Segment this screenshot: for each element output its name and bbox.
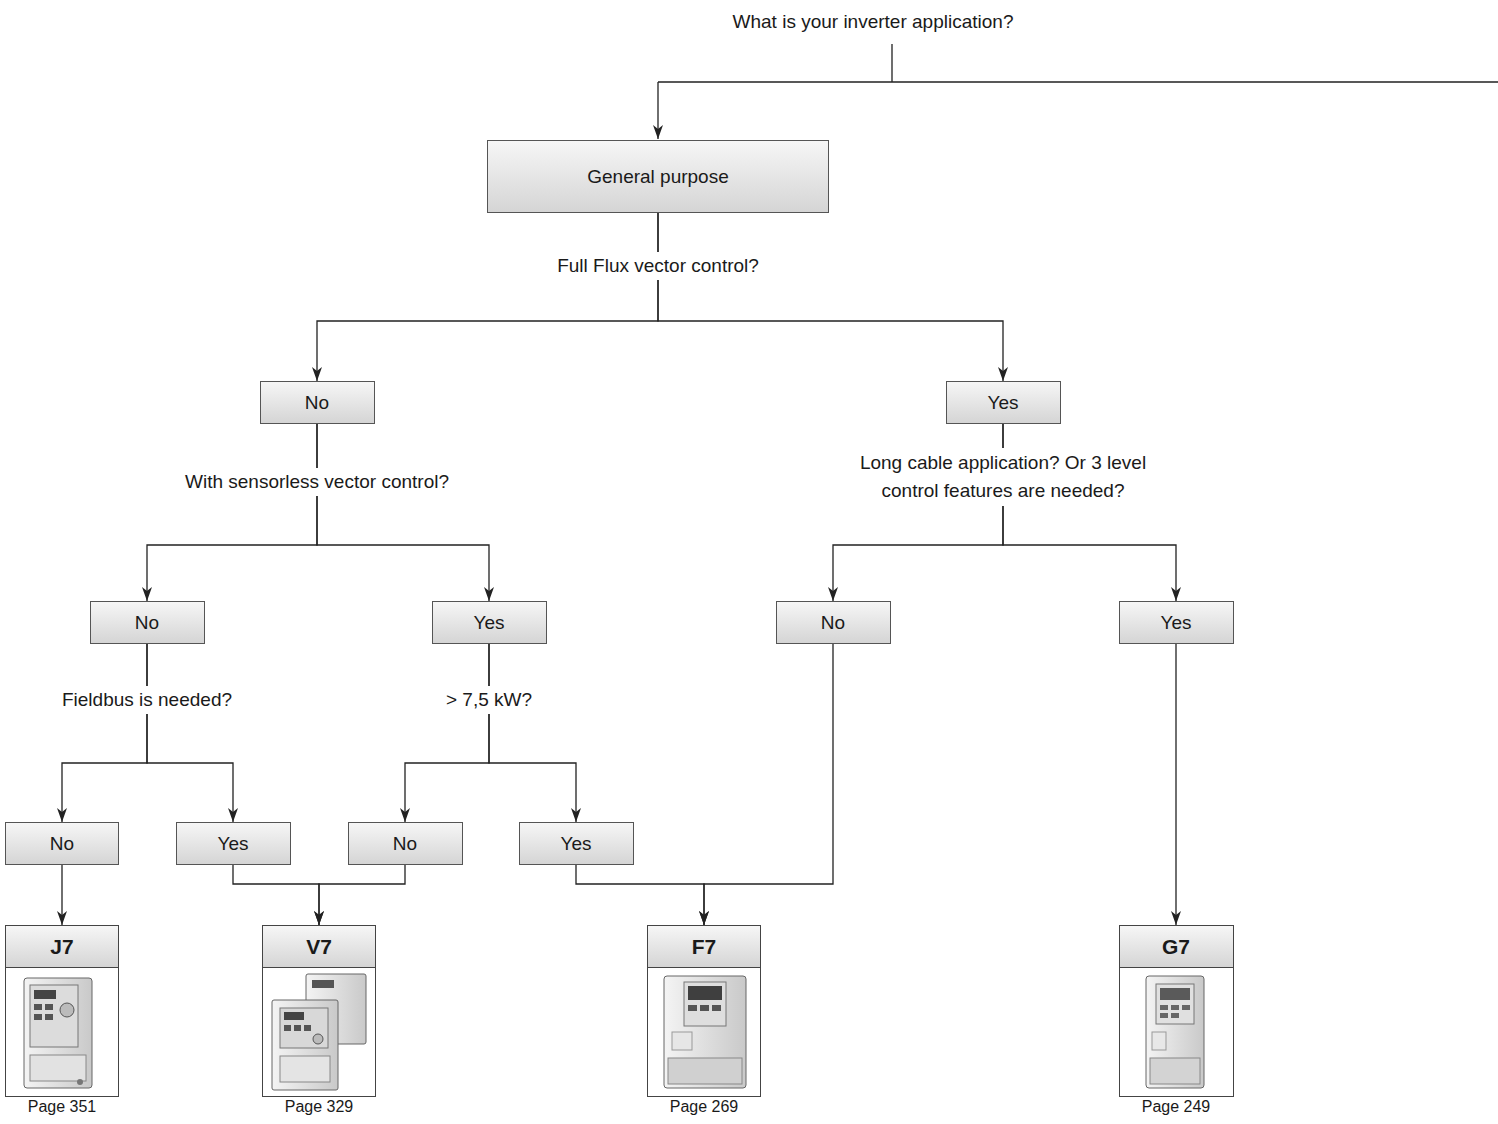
device-body: [272, 1000, 338, 1090]
product-name: J7: [6, 926, 118, 968]
trunk-line: [658, 44, 1498, 82]
device-key: [284, 1025, 291, 1031]
box-label: No: [305, 391, 329, 415]
box-label: No: [135, 611, 159, 635]
box-label: Yes: [1161, 611, 1192, 635]
device-key: [1160, 1013, 1168, 1018]
category-box: General purpose: [487, 140, 829, 213]
device-display: [34, 990, 56, 999]
answer-box: No: [90, 601, 205, 644]
device-cover: [1150, 1058, 1200, 1084]
flow-connector: [147, 644, 233, 822]
box-label: No: [50, 832, 74, 856]
page-reference: Page 269: [670, 1098, 739, 1116]
inverter-picture: [664, 976, 746, 1088]
device-dial: [313, 1034, 323, 1044]
device-key: [1182, 1005, 1190, 1010]
box-label: Yes: [474, 611, 505, 635]
box-label: Yes: [561, 832, 592, 856]
device-cover: [668, 1058, 742, 1084]
diagram-title: What is your inverter application?: [729, 10, 1018, 34]
device-key: [45, 1004, 53, 1010]
device-panel: [30, 985, 78, 1047]
product-card: V7Page 329: [262, 925, 376, 1097]
product-name: V7: [263, 926, 375, 968]
question-label: > 7,5 kW?: [440, 686, 538, 714]
answer-box: Yes: [1119, 601, 1234, 644]
flow-connector: [658, 213, 1003, 381]
device-key: [45, 1014, 53, 1020]
flow-connector: [62, 644, 147, 822]
device-key: [712, 1005, 721, 1011]
inverter-picture: [1146, 976, 1204, 1088]
flow-connector: [233, 865, 319, 925]
box-label: No: [393, 832, 417, 856]
device-key: [304, 1025, 311, 1031]
box-label: General purpose: [587, 165, 729, 189]
device-display: [688, 986, 722, 1000]
device-body: [24, 978, 92, 1088]
inverter-picture: [24, 978, 92, 1088]
device-display: [312, 980, 334, 988]
answer-box: Yes: [946, 381, 1061, 424]
product-name: G7: [1120, 926, 1233, 968]
device-display: [1160, 988, 1190, 1000]
page-reference: Page 249: [1142, 1098, 1211, 1116]
answer-box: Yes: [176, 822, 291, 865]
flow-connector: [319, 865, 405, 925]
device-key: [688, 1005, 697, 1011]
answer-box: No: [776, 601, 891, 644]
device-key: [1160, 1005, 1168, 1010]
flow-connector: [1175, 644, 1176, 925]
device-dial: [60, 1003, 74, 1017]
device-panel: [1156, 984, 1194, 1024]
device-key: [1171, 1005, 1179, 1010]
device-label: [1152, 1032, 1166, 1050]
answer-box: No: [348, 822, 463, 865]
device-screw: [77, 1079, 83, 1085]
flow-connector: [704, 644, 833, 925]
device-panel: [684, 982, 726, 1026]
device-label: [280, 1056, 330, 1082]
question-label: Full Flux vector control?: [551, 252, 765, 280]
question-label: Long cable application? Or 3 level contr…: [802, 448, 1204, 506]
device-key: [294, 1025, 301, 1031]
box-label: Yes: [988, 391, 1019, 415]
device-label: [30, 1055, 86, 1081]
flow-connector: [147, 424, 317, 601]
device-body: [664, 976, 746, 1088]
device-panel: [280, 1008, 328, 1048]
device-key: [34, 1004, 42, 1010]
question-label: Fieldbus is needed?: [56, 686, 238, 714]
product-card: J7Page 351: [5, 925, 119, 1097]
answer-box: Yes: [432, 601, 547, 644]
page-reference: Page 329: [285, 1098, 354, 1116]
flow-connector: [61, 865, 62, 925]
device-body: [1146, 976, 1204, 1088]
flow-connector: [489, 644, 576, 822]
flow-connector: [317, 213, 658, 381]
device-display: [284, 1012, 304, 1020]
box-label: Yes: [218, 832, 249, 856]
inverter-picture: [272, 974, 366, 1090]
question-label: With sensorless vector control?: [179, 468, 455, 496]
device-key: [1171, 1013, 1179, 1018]
answer-box: No: [5, 822, 119, 865]
flow-connector: [317, 424, 489, 601]
trunk-arrow: [657, 82, 658, 139]
product-name: F7: [648, 926, 760, 968]
product-card: F7Page 269: [647, 925, 761, 1097]
device-key: [700, 1005, 709, 1011]
answer-box: Yes: [519, 822, 634, 865]
page-reference: Page 351: [28, 1098, 97, 1116]
answer-box: No: [260, 381, 375, 424]
device-label: [672, 1032, 692, 1050]
product-card: G7Page 249: [1119, 925, 1234, 1097]
flow-connector: [576, 865, 704, 925]
device-key: [34, 1014, 42, 1020]
flow-connector: [405, 644, 489, 822]
box-label: No: [821, 611, 845, 635]
